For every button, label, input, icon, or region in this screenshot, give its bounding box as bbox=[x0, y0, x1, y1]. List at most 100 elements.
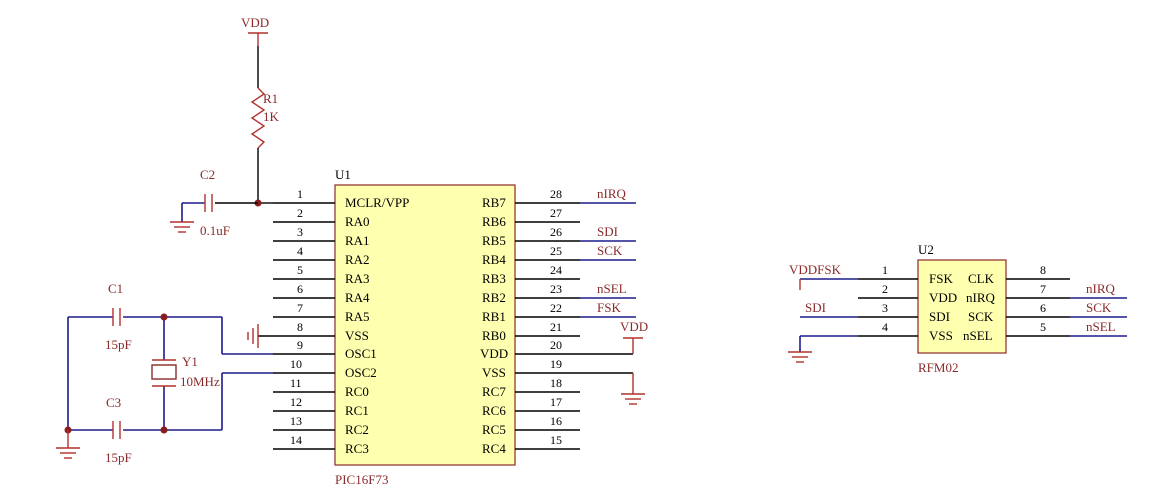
c1-value: 15pF bbox=[105, 337, 132, 352]
svg-text:9: 9 bbox=[297, 338, 303, 352]
svg-text:RC0: RC0 bbox=[345, 384, 369, 399]
svg-text:6: 6 bbox=[297, 282, 303, 296]
svg-text:RC2: RC2 bbox=[345, 422, 369, 437]
svg-text:10: 10 bbox=[290, 357, 302, 371]
net-nirq-u1: nIRQ bbox=[597, 186, 627, 201]
net-sck-u1: SCK bbox=[597, 243, 623, 258]
svg-text:5: 5 bbox=[297, 263, 303, 277]
vdd-top-label: VDD bbox=[241, 15, 269, 30]
svg-text:1: 1 bbox=[882, 263, 888, 277]
svg-text:CLK: CLK bbox=[968, 271, 995, 286]
c3-ref: C3 bbox=[106, 395, 121, 410]
svg-text:26: 26 bbox=[550, 225, 562, 239]
u1-part: PIC16F73 bbox=[335, 472, 388, 487]
svg-text:MCLR/VPP: MCLR/VPP bbox=[345, 195, 409, 210]
svg-text:12: 12 bbox=[290, 395, 302, 409]
svg-text:RA5: RA5 bbox=[345, 309, 370, 324]
svg-text:20: 20 bbox=[550, 338, 562, 352]
svg-text:SDI: SDI bbox=[929, 309, 950, 324]
svg-text:FSK: FSK bbox=[929, 271, 953, 286]
svg-text:RB6: RB6 bbox=[482, 214, 506, 229]
junction-osc-top bbox=[160, 313, 168, 321]
svg-text:5: 5 bbox=[1040, 320, 1046, 334]
r1-ref: R1 bbox=[263, 91, 278, 106]
svg-text:4: 4 bbox=[297, 244, 303, 258]
svg-text:RB2: RB2 bbox=[482, 290, 506, 305]
net-sck-u2: SCK bbox=[1086, 300, 1112, 315]
svg-text:RC1: RC1 bbox=[345, 403, 369, 418]
u1-body bbox=[334, 184, 516, 466]
net-sdi-u1: SDI bbox=[597, 224, 618, 239]
svg-text:RC7: RC7 bbox=[482, 384, 506, 399]
svg-text:OSC2: OSC2 bbox=[345, 365, 377, 380]
svg-text:VSS: VSS bbox=[345, 328, 369, 343]
c3-capacitor bbox=[112, 421, 121, 439]
svg-text:17: 17 bbox=[550, 395, 562, 409]
svg-text:25: 25 bbox=[550, 244, 562, 258]
y1-ref: Y1 bbox=[182, 354, 198, 369]
svg-text:11: 11 bbox=[290, 376, 302, 390]
ground-osc bbox=[56, 430, 80, 459]
svg-text:RA4: RA4 bbox=[345, 290, 370, 305]
net-nsel-u2: nSEL bbox=[1086, 319, 1116, 334]
u2-body bbox=[917, 259, 1007, 354]
u2-pin-5: 5 nSEL bbox=[963, 320, 1070, 343]
svg-text:RC3: RC3 bbox=[345, 441, 369, 456]
c2-value: 0.1uF bbox=[200, 223, 230, 238]
svg-text:7: 7 bbox=[297, 301, 303, 315]
svg-text:15: 15 bbox=[550, 433, 562, 447]
svg-text:VDD: VDD bbox=[929, 290, 957, 305]
svg-text:RB5: RB5 bbox=[482, 233, 506, 248]
svg-text:SCK: SCK bbox=[968, 309, 994, 324]
r1-resistor bbox=[250, 87, 266, 149]
u2-net-labels: VDD FSK SDI nIRQ SCK nSEL bbox=[789, 262, 1127, 352]
svg-text:8: 8 bbox=[297, 320, 303, 334]
svg-text:1: 1 bbox=[297, 187, 303, 201]
svg-text:3: 3 bbox=[882, 301, 888, 315]
svg-text:23: 23 bbox=[550, 282, 562, 296]
svg-text:VDD: VDD bbox=[480, 346, 508, 361]
net-nirq-u2: nIRQ bbox=[1086, 281, 1116, 296]
svg-text:RC5: RC5 bbox=[482, 422, 506, 437]
svg-text:8: 8 bbox=[1040, 263, 1046, 277]
svg-text:nSEL: nSEL bbox=[963, 328, 993, 343]
svg-text:RB3: RB3 bbox=[482, 271, 506, 286]
u1-net-labels: nIRQ SDI SCK nSEL FSK bbox=[580, 186, 636, 318]
svg-text:RC4: RC4 bbox=[482, 441, 506, 456]
vdd-u1-label: VDD bbox=[620, 319, 648, 334]
net-sdi-u2: SDI bbox=[805, 300, 826, 315]
ground-u1-pin19 bbox=[580, 372, 645, 405]
svg-text:13: 13 bbox=[290, 414, 302, 428]
svg-text:2: 2 bbox=[297, 206, 303, 220]
ground-u2 bbox=[788, 351, 812, 363]
svg-text:RA0: RA0 bbox=[345, 214, 370, 229]
svg-text:RB0: RB0 bbox=[482, 328, 506, 343]
svg-text:14: 14 bbox=[290, 433, 302, 447]
svg-text:4: 4 bbox=[882, 320, 888, 334]
